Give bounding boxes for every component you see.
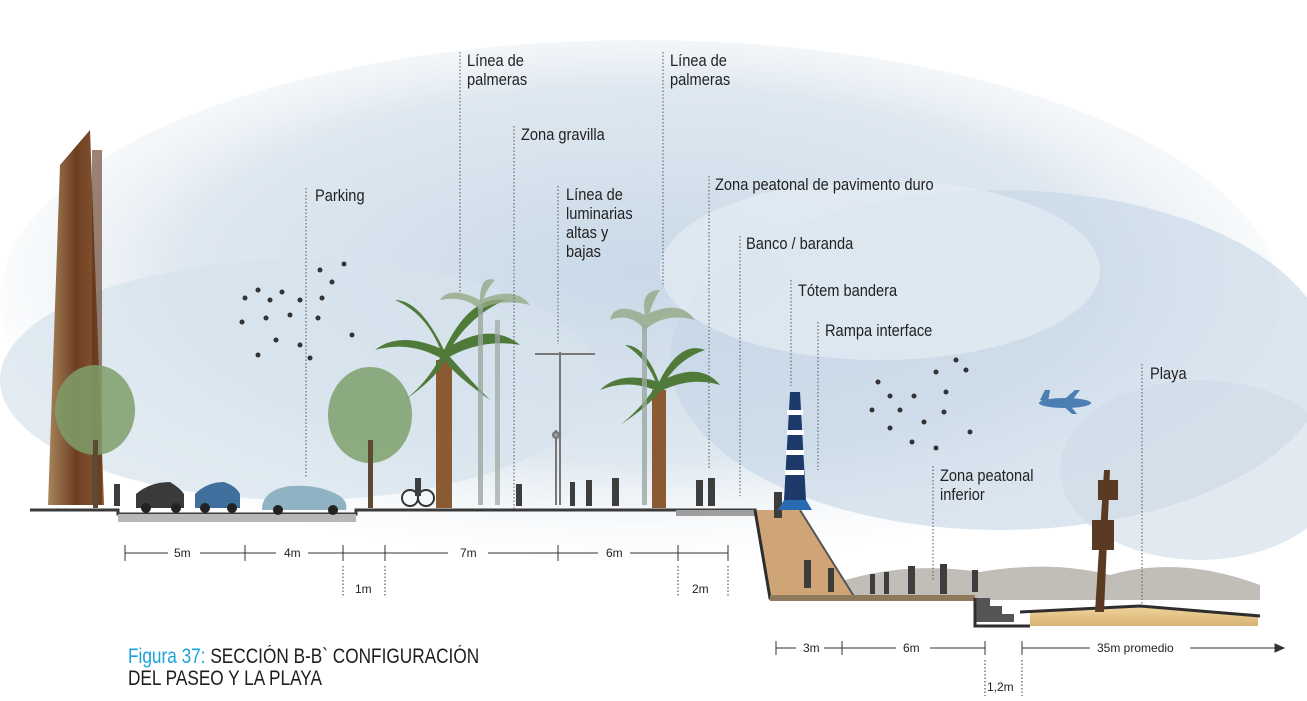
dimension-1m: 1m [355, 582, 372, 596]
sky-wash [0, 40, 1307, 560]
label-palm-line-2: Línea de palmeras [670, 51, 730, 89]
dimension-6m-lower: 6m [903, 641, 920, 655]
caption-title-2: DEL PASEO Y LA PLAYA [128, 667, 322, 690]
dimension-4m: 4m [284, 546, 301, 560]
lifeguard-post [1092, 470, 1118, 612]
caption-figure-number: Figura 37: [128, 645, 206, 668]
label-light-line-l2: luminarias [566, 204, 633, 223]
dimension-6m: 6m [606, 546, 623, 560]
street-lights [535, 352, 595, 505]
parked-cars [136, 482, 347, 515]
label-lower-pedestrian-zone-l1: Zona peatonal [940, 466, 1034, 485]
label-gravel-zone: Zona gravilla [521, 125, 605, 144]
label-hard-paving-zone: Zona peatonal de pavimento duro [715, 175, 934, 194]
label-palm-line-1-l1: Línea de [467, 51, 524, 70]
dimension-1-2m: 1,2m [987, 680, 1014, 694]
dimension-3m: 3m [803, 641, 820, 655]
caption-title-1: SECCIÓN B-B` CONFIGURACIÓN [205, 645, 480, 668]
label-palm-line-2-l2: palmeras [670, 70, 731, 89]
pedestrians [114, 478, 978, 594]
label-light-line-l4: bajas [566, 242, 601, 261]
caption-line-1: Figura 37: SECCIÓN B-B` CONFIGURACIÓN [128, 646, 479, 668]
label-beach: Playa [1150, 364, 1187, 383]
dimension-2m: 2m [692, 582, 709, 596]
label-palm-line-2-l1: Línea de [670, 51, 727, 70]
dimension-5m: 5m [174, 546, 191, 560]
figure-caption: Figura 37: SECCIÓN B-B` CONFIGURACIÓN DE… [128, 646, 479, 690]
label-parking: Parking [315, 186, 365, 205]
label-light-line: Línea de luminarias altas y bajas [566, 185, 633, 261]
label-flag-totem: Tótem bandera [798, 281, 898, 300]
label-light-line-l1: Línea de [566, 185, 623, 204]
dimension-lines [124, 545, 1286, 696]
label-palm-line-1-l2: palmeras [467, 70, 528, 89]
label-palm-line-1: Línea de palmeras [467, 51, 527, 89]
distant-hills [830, 566, 1260, 600]
flag-totem [778, 392, 812, 510]
dimension-35m: 35m promedio [1097, 641, 1174, 655]
airplane [1039, 390, 1091, 414]
label-leader-lines [305, 52, 1143, 604]
label-lower-pedestrian-zone: Zona peatonal inferior [940, 466, 1033, 504]
palm-trees [375, 279, 720, 508]
label-interface-ramp: Rampa interface [825, 321, 933, 340]
dimension-7m: 7m [460, 546, 477, 560]
label-lower-pedestrian-zone-l2: inferior [940, 485, 985, 504]
deciduous-trees [55, 365, 412, 508]
bird-flock [239, 261, 973, 451]
label-bench-railing: Banco / baranda [746, 234, 854, 253]
label-light-line-l3: altas y [566, 223, 609, 242]
